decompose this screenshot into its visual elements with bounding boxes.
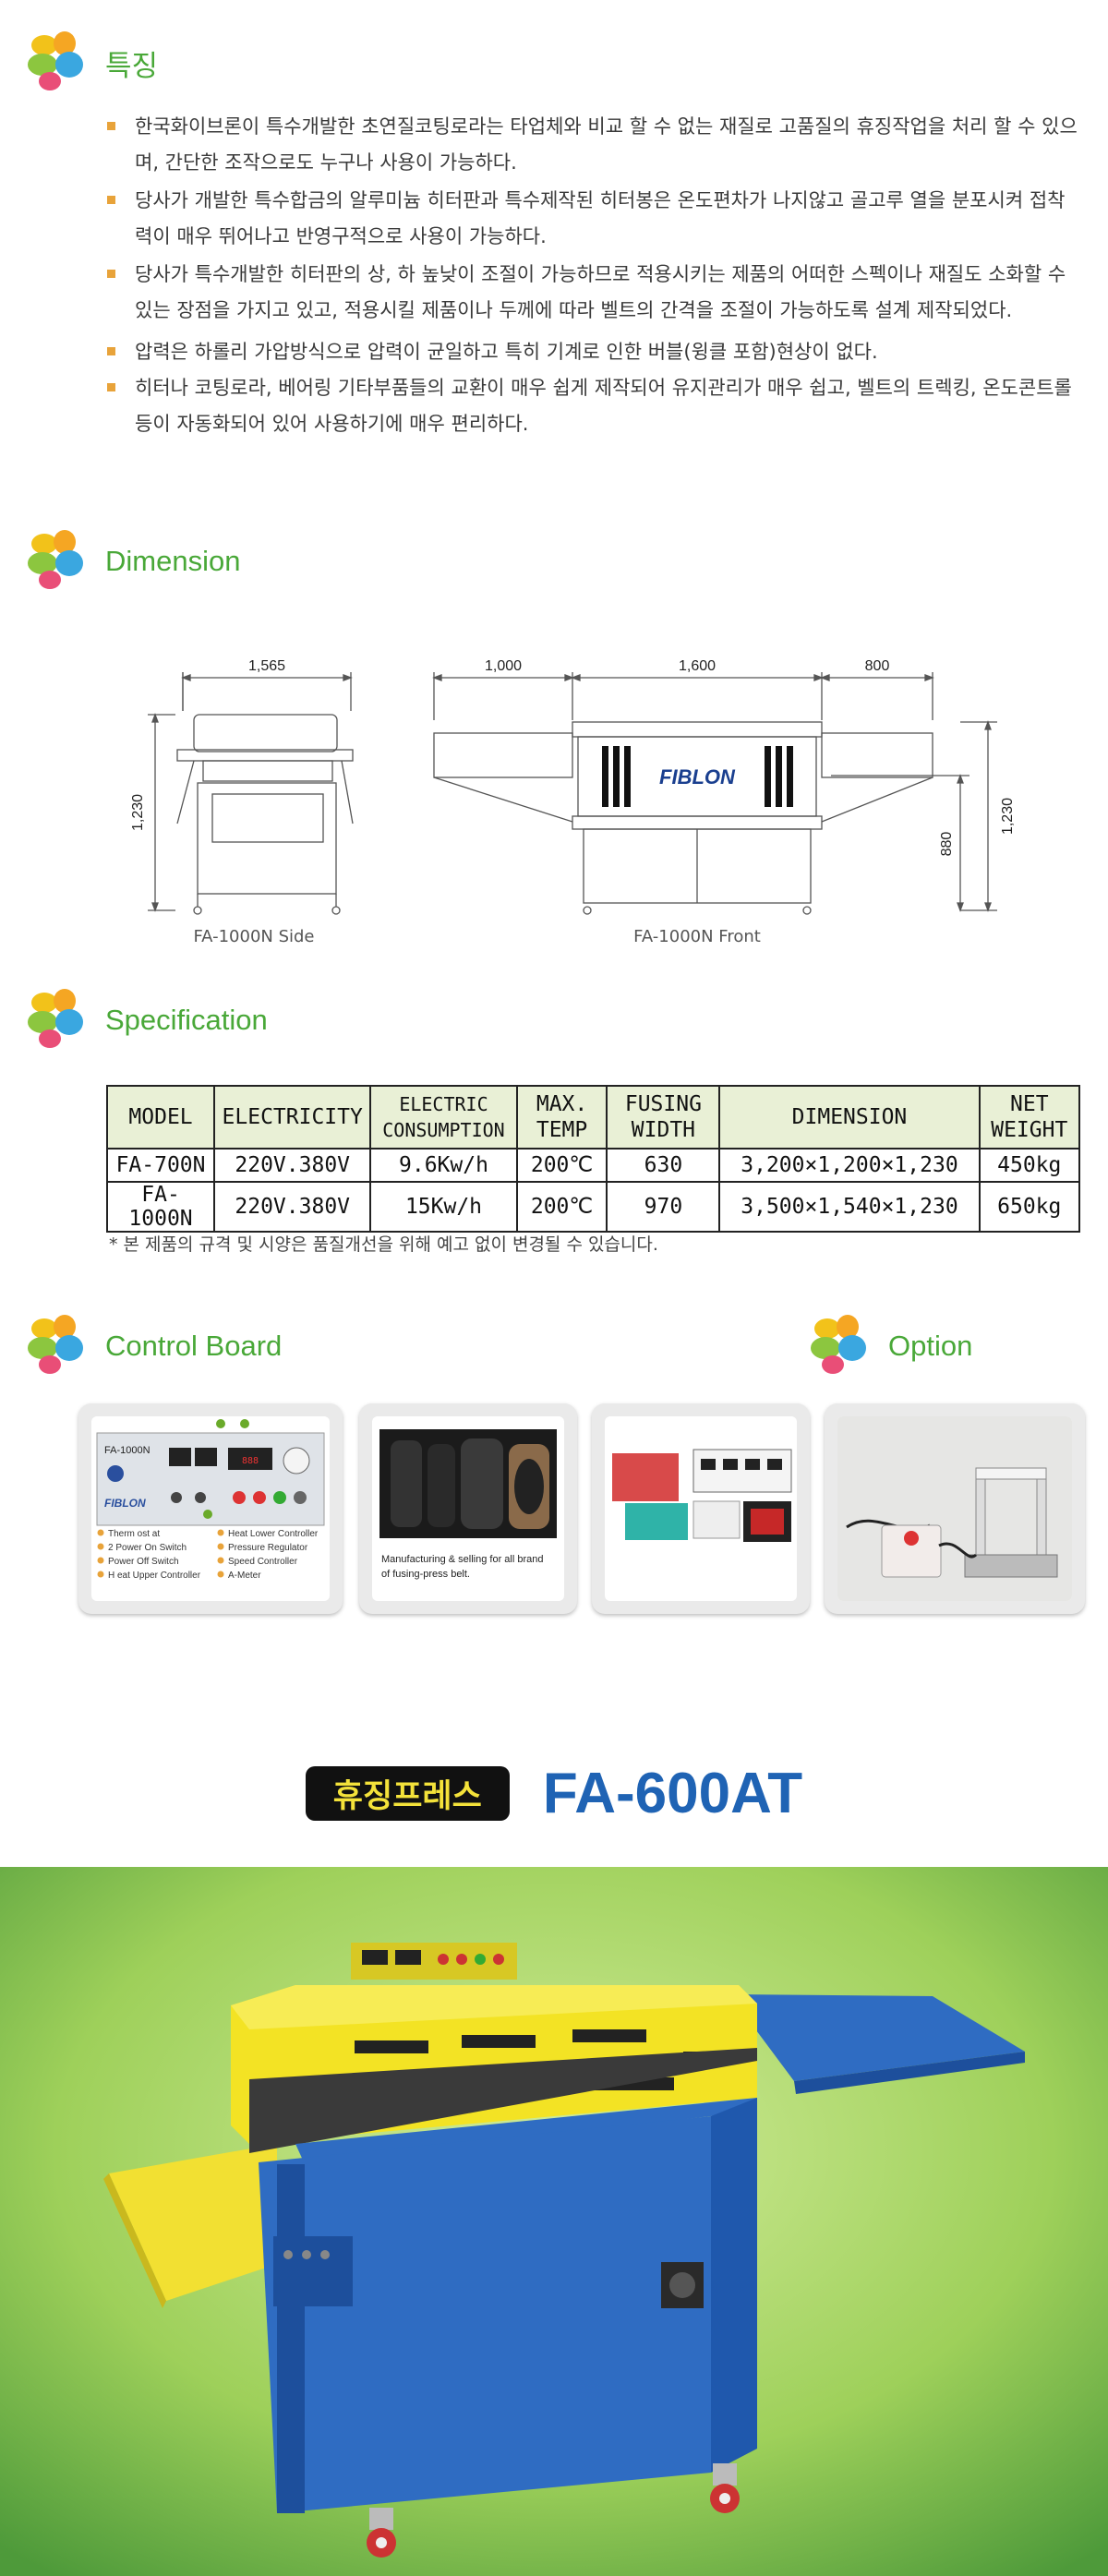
product-title: 휴징프레스 FA-600AT [0,1761,1108,1825]
dimension-title: Dimension [105,545,241,577]
panel-model: FA-1000N [104,1445,151,1456]
belt-svg: Manufacturing & selling for all brand of… [379,1429,557,1580]
parts-svg [612,1449,792,1542]
spec-header-cell: NET WEIGHT [978,1085,1081,1150]
bullet-icon [107,347,115,355]
option-figure [837,1416,1072,1601]
legend-item: 2 Power On Switch [108,1543,187,1553]
control-panel-card: FA-1000N FIBLON 888 Therm ost at [78,1403,343,1614]
product-photo-svg [0,1867,1108,2576]
petal-logo-icon [26,528,90,595]
control-board-title: Control Board [105,1330,283,1362]
legend-item: A-Meter [228,1571,261,1581]
spec-cell: 970 [606,1181,721,1233]
feature-item: 당사가 특수개발한 히터판의 상, 하 높낮이 조절이 가능하므로 적용시키는 … [102,257,1080,329]
parts-figure [605,1416,797,1601]
bullet-icon [107,122,115,130]
belt-caption-2: of fusing-press belt. [381,1569,470,1580]
table-height-label: 880 [939,832,955,857]
product-badge: 휴징프레스 [305,1765,510,1821]
belt-card: Manufacturing & selling for all brand of… [359,1403,577,1614]
spec-cell: 200℃ [515,1148,608,1183]
legend-item: Therm ost at [108,1529,160,1539]
spec-header-cell: DIMENSION [718,1085,981,1150]
control-panel-svg: FA-1000N FIBLON 888 Therm ost at [96,1419,325,1581]
spec-cell: 3,200×1,200×1,230 [718,1148,981,1183]
spec-header-cell: ELECTRICITY [213,1085,372,1150]
spec-cell: 650kg [978,1181,1081,1233]
spec-cell: 200℃ [515,1181,608,1233]
dimension-drawing-svg: FIBLON 1,565 1,000 1,600 800 1,230 1,230… [130,658,1016,946]
petal-logo-icon [26,1313,90,1379]
dimension-drawing: FIBLON 1,565 1,000 1,600 800 1,230 1,230… [129,646,1034,960]
side-view-label: FA-1000N Side [193,927,314,946]
spec-cell: 220V.380V [213,1181,372,1233]
control-board-cards: FA-1000N FIBLON 888 Therm ost at [78,1403,1085,1618]
spec-cell: 450kg [978,1148,1081,1183]
front-right-label: 800 [865,658,890,674]
option-title: Option [888,1330,973,1362]
specification-title: Specification [105,1004,268,1036]
belt-figure: Manufacturing & selling for all brand of… [372,1416,564,1601]
spec-header-cell: MAX. TEMP [515,1085,608,1150]
spec-cell: 9.6Kw/h [369,1148,518,1183]
option-header: Option [809,1309,972,1383]
spec-header-cell: FUSING WIDTH [606,1085,721,1150]
option-card [825,1403,1085,1614]
spec-cell: 220V.380V [213,1148,372,1183]
bullet-icon [107,383,115,391]
spec-cell: 15Kw/h [369,1181,518,1233]
features-header: 특징 [26,26,158,100]
front-left-label: 1,000 [485,658,522,674]
spec-header-cell: ELECTRIC CONSUMPTION [369,1085,518,1150]
spec-cell: FA-1000N [105,1181,216,1233]
bullet-icon [107,196,115,204]
spec-table: MODEL ELECTRICITY ELECTRIC CONSUMPTION M… [105,1085,1081,1233]
product-photo [0,1867,1108,2576]
feature-item: 한국화이브론이 특수개발한 초연질코팅로라는 타업체와 비교 할 수 없는 재질… [102,109,1080,181]
table-row: FA-700N 220V.380V 9.6Kw/h 200℃ 630 3,200… [105,1148,1081,1183]
dimension-brand: FIBLON [659,765,736,788]
legend-item: Speed Controller [228,1557,298,1567]
front-mid-label: 1,600 [679,658,716,674]
front-height-label: 1,230 [1000,798,1016,835]
side-width-label: 1,565 [248,658,285,674]
table-row: FA-1000N 220V.380V 15Kw/h 200℃ 970 3,500… [105,1181,1081,1233]
option-svg [837,1416,1072,1601]
spec-cell: 630 [606,1148,721,1183]
parts-card [592,1403,810,1614]
spec-cell: FA-700N [105,1148,216,1183]
front-view-label: FA-1000N Front [633,927,761,946]
svg-text:888: 888 [242,1456,259,1466]
bullet-icon [107,270,115,278]
specification-header: Specification [26,983,268,1057]
petal-logo-icon [809,1313,873,1379]
spec-header-cell: MODEL [105,1085,216,1150]
dimension-stripes [602,746,793,807]
product-model: FA-600AT [542,1761,803,1825]
side-height-label: 1,230 [130,794,146,831]
spec-note: * 본 제품의 규격 및 시양은 품질개선을 위해 예고 없이 변경될 수 있습… [109,1234,658,1255]
features-title: 특징 [105,49,159,82]
petal-logo-icon [26,987,90,1053]
feature-item: 압력은 하롤리 가압방식으로 압력이 균일하고 특히 기계로 인한 버블(윙클 … [102,334,1080,370]
feature-item: 히터나 코팅로라, 베어링 기타부품들의 교환이 매우 쉽게 제작되어 유지관리… [102,370,1080,442]
legend-item: Heat Lower Controller [228,1529,319,1539]
control-board-header: Control Board [26,1309,282,1383]
legend-item: Pressure Regulator [228,1543,308,1553]
spec-header-row: MODEL ELECTRICITY ELECTRIC CONSUMPTION M… [105,1085,1081,1150]
control-panel-figure: FA-1000N FIBLON 888 Therm ost at [91,1416,330,1601]
petal-logo-icon [26,30,90,96]
panel-brand: FIBLON [104,1497,146,1510]
legend-item: Power Off Switch [108,1557,179,1567]
dimension-header: Dimension [26,524,240,598]
features-list: 한국화이브론이 특수개발한 초연질코팅로라는 타업체와 비교 할 수 없는 재질… [102,109,1080,442]
feature-item: 당사가 개발한 특수합금의 알루미늄 히터판과 특수제작된 히터봉은 온도편차가… [102,183,1080,255]
belt-caption-1: Manufacturing & selling for all brand [381,1554,543,1565]
spec-cell: 3,500×1,540×1,230 [718,1181,981,1233]
legend-item: H eat Upper Controller [108,1571,201,1581]
